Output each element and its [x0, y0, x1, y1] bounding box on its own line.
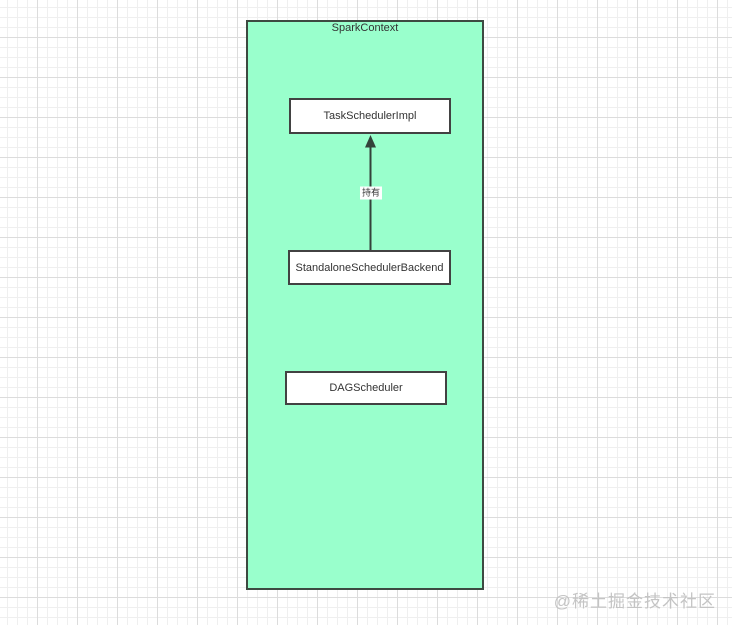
holds-edge-label: 持有 — [359, 186, 383, 200]
watermark: @稀土掘金技术社区 — [553, 592, 716, 611]
spark-context-title: SparkContext — [331, 22, 399, 34]
node-label: TaskSchedulerImpl — [323, 110, 417, 122]
node-task-scheduler-impl: TaskSchedulerImpl — [289, 98, 451, 134]
node-label: DAGScheduler — [329, 382, 403, 394]
node-standalone-scheduler-backend: StandaloneSchedulerBackend — [288, 250, 451, 285]
node-dag-scheduler: DAGScheduler — [285, 371, 447, 405]
node-label: StandaloneSchedulerBackend — [295, 261, 444, 274]
